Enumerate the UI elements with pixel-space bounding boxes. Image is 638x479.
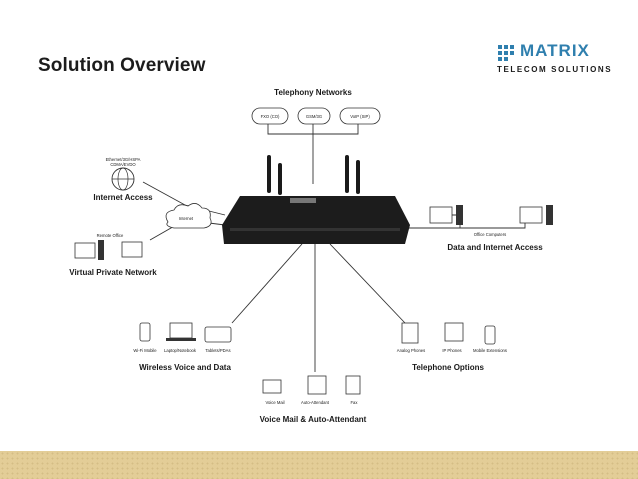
- voicemail-item-fax: Fax: [351, 400, 359, 405]
- internet-title: Internet Access: [93, 193, 153, 202]
- phone-icon: [121, 241, 143, 258]
- vpn-title: Virtual Private Network: [69, 268, 157, 277]
- telephony-title: Telephony Networks: [274, 88, 352, 97]
- vpn-group: Remote Office Virtual Private Network: [69, 233, 157, 277]
- voicemail-icon: [262, 379, 282, 394]
- voicemail-title: Voice Mail & Auto-Attendant: [260, 415, 367, 424]
- office-title: Data and Internet Access: [447, 243, 543, 252]
- office-computer-icon: [519, 206, 543, 224]
- telephone-device-analog: Analog Phones: [397, 348, 425, 353]
- bottom-band: [0, 451, 638, 479]
- wireless-group: Wi-Fi Mobile Laptop/Notebook Tablets/PDA…: [133, 322, 232, 372]
- wireless-device-mobile: Wi-Fi Mobile: [133, 348, 157, 353]
- internet-cloud: Internet: [165, 203, 212, 229]
- logo-tagline: TELECOM SOLUTIONS: [497, 65, 613, 74]
- wireless-device-tablet: Tablets/PDAs: [205, 348, 230, 353]
- telephone-group: Analog Phones IP Phones Mobile Extension…: [397, 322, 507, 372]
- office-group: Office Computers Data and Internet Acces…: [429, 205, 553, 252]
- auto-attendant-icon: [307, 375, 327, 395]
- laptop-icon: [169, 322, 193, 339]
- mobile-icon: [139, 322, 151, 342]
- telephone-device-ip: IP Phones: [442, 348, 461, 353]
- mobile-extension-icon: [484, 325, 496, 345]
- office-computers-label: Office Computers: [474, 232, 507, 237]
- voicemail-group: Voice Mail Auto-Attendant Fax Voice Mail…: [260, 375, 367, 424]
- network-label-gsm: GSM/3G: [306, 114, 322, 119]
- telephone-device-mobile: Mobile Extensions: [473, 348, 507, 353]
- matrix-logo: MATRIX TELECOM SOLUTIONS: [497, 41, 611, 81]
- wireless-device-laptop: Laptop/Notebook: [164, 348, 197, 353]
- telephone-title: Telephone Options: [412, 363, 484, 372]
- voicemail-item-voicemail: Voice Mail: [265, 400, 284, 405]
- computer-icon: [74, 242, 96, 259]
- vpn-remote-label: Remote Office: [97, 233, 124, 238]
- ip-phone-icon: [444, 322, 464, 342]
- logo-name: MATRIX: [520, 41, 590, 60]
- network-label-fxo: FXO (CO): [261, 114, 280, 119]
- cloud-icon: [165, 203, 212, 229]
- telephony-network-fxo: FXO (CO): [251, 107, 289, 125]
- fax-icon: [345, 375, 361, 395]
- telephony-network-gsm: GSM/3G: [297, 107, 331, 125]
- analog-phone-icon: [401, 322, 419, 344]
- network-label-voip: VoIP (SIP): [350, 114, 370, 119]
- internet-cloud-label: Internet: [179, 216, 194, 221]
- office-computer-icon: [429, 206, 453, 224]
- logo-mark-icon: [498, 45, 514, 61]
- tablet-icon: [204, 326, 232, 343]
- wireless-title: Wireless Voice and Data: [139, 363, 231, 372]
- telephony-network-voip: VoIP (SIP): [339, 107, 381, 125]
- slide-title: Solution Overview: [38, 55, 206, 76]
- voicemail-item-attendant: Auto-Attendant: [301, 400, 330, 405]
- router-device: [222, 155, 410, 244]
